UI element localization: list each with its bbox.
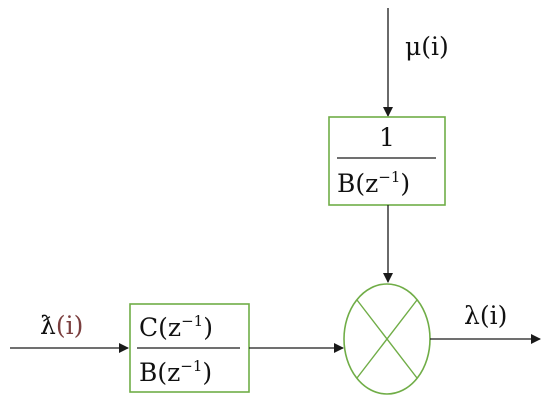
lambda-input-label: ƛ(i) [40,311,83,340]
block-left-numerator: C(z−1) [139,312,213,342]
block-top-numerator: 1 [379,123,395,152]
mu-input-label: μ(i) [405,32,449,61]
block-left-denominator: B(z−1) [139,357,212,387]
block-top [328,116,446,206]
block-top-denominator: B(z−1) [337,168,410,198]
lambda-output-label: λ(i) [464,301,507,330]
multiplier-cross-b [356,299,418,379]
